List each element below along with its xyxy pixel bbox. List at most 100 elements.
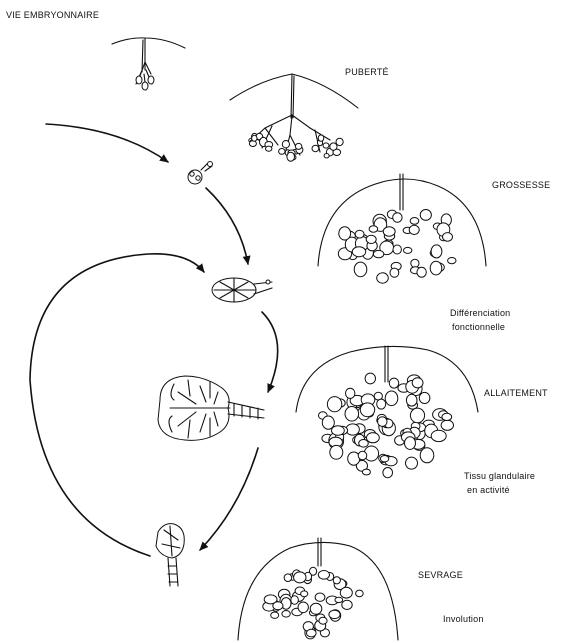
puberty-bud: [312, 145, 319, 151]
lactation-alveolus: [348, 452, 360, 465]
puberty-bud: [282, 141, 289, 148]
pregnancy-alveolus: [411, 259, 419, 267]
weaning-alveolus: [294, 572, 306, 583]
pregnancy-alveolus: [377, 273, 389, 283]
weaning-alveolus: [340, 587, 352, 598]
lactation-alveolus: [330, 445, 343, 459]
lactation-alveolus: [332, 426, 345, 436]
lactation-alveolus: [442, 413, 452, 420]
weaning-alveolus: [271, 612, 279, 618]
weaning-alveolus: [291, 596, 299, 605]
weaning-alveolus: [301, 591, 308, 597]
lactation-alveolus: [358, 451, 367, 460]
lactation-alveolus: [365, 373, 375, 384]
pregnancy-alveolus: [383, 227, 395, 236]
pregnancy-alveolus: [355, 230, 364, 238]
lactation-alveolus: [362, 469, 370, 475]
weaning-alveolus: [282, 611, 290, 618]
lactation-alveolus: [346, 388, 355, 398]
pregnancy-alveolus: [393, 213, 402, 223]
arrow-to-involution: [200, 448, 258, 550]
arrow-to-lobule: [206, 188, 248, 264]
puberty-bud: [324, 154, 329, 158]
label-lactation: ALLAITEMENT: [484, 388, 548, 398]
pregnancy-alveolus: [430, 261, 442, 275]
puberty-bud: [266, 146, 272, 151]
developing-lobule-small: [212, 278, 272, 302]
lactation-alveolus: [378, 417, 387, 427]
puberty-bud: [336, 138, 343, 145]
lactation-alveolus: [419, 392, 430, 403]
lactation-alveolus: [412, 378, 423, 388]
pregnancy-alveolus: [373, 250, 383, 257]
embryonic-gland-drawing: [112, 38, 185, 90]
arrow-to-lactation: [262, 312, 278, 392]
pregnancy-gland-drawing: [318, 174, 486, 283]
pregnancy-alveolus: [404, 247, 412, 253]
weaning-gland-drawing: [238, 538, 398, 640]
weaning-alveolus: [342, 600, 352, 609]
lactation-alveolus: [406, 394, 417, 406]
weaning-alveolus: [284, 574, 292, 582]
pregnancy-alveolus: [410, 218, 419, 225]
cycle-arrows: [30, 124, 278, 556]
note-tissue-line2: en activité: [467, 485, 510, 495]
lactation-gland-drawing: [296, 346, 478, 478]
weaning-alveolus: [333, 577, 340, 584]
puberty-bud: [252, 135, 257, 141]
lactation-alveolus: [367, 433, 380, 443]
lactation-alveolus: [431, 430, 446, 441]
puberty-bud: [295, 143, 301, 149]
lactation-alveolus: [389, 378, 398, 388]
weaning-alveolus: [329, 610, 340, 618]
pregnancy-alveolus: [352, 247, 365, 257]
pregnancy-alveolus: [369, 226, 378, 233]
puberty-bud: [287, 152, 295, 161]
arrow-to-bud: [46, 124, 168, 162]
label-embryonic: VIE EMBRYONNAIRE: [6, 10, 99, 20]
pregnancy-alveolus: [339, 227, 351, 240]
puberty-bud: [330, 143, 337, 150]
weaning-alveolus: [319, 617, 327, 624]
weaning-alveolus: [310, 603, 322, 614]
lactation-alveolus: [406, 457, 418, 469]
lactation-alveolus: [346, 424, 359, 435]
pregnancy-alveolus: [354, 262, 367, 277]
pregnancy-alveolus: [409, 225, 419, 234]
note-differentiation-line1: Différenciation: [450, 308, 510, 318]
pregnancy-alveolus: [366, 235, 376, 243]
puberty-bud: [323, 143, 329, 148]
lactation-alveolus: [360, 403, 374, 417]
lactation-alveolus: [377, 399, 386, 409]
weaning-alveolus: [335, 597, 343, 602]
lactation-alveolus: [385, 391, 398, 406]
involuting-lobule-small: [156, 524, 184, 586]
lactation-alveolus: [441, 420, 453, 430]
weaning-alveolus: [318, 571, 329, 580]
lactation-alveolus: [359, 440, 369, 448]
pregnancy-alveolus: [390, 268, 399, 277]
lactation-alveolus: [327, 397, 341, 412]
note-differentiation-line2: fonctionnelle: [452, 322, 505, 332]
label-pregnancy: GROSSESSE: [492, 180, 550, 190]
lactation-alveolus: [345, 407, 359, 422]
puberty-bud: [318, 135, 324, 141]
weaning-alveolus: [356, 590, 364, 597]
lactation-alveolus: [405, 437, 416, 450]
lactation-alveolus: [380, 456, 388, 462]
weaning-alveolus: [307, 629, 317, 637]
primordial-bud-small: [188, 162, 213, 185]
pregnancy-alveolus: [393, 245, 401, 254]
puberty-bud: [279, 149, 285, 155]
pregnancy-alveolus: [417, 267, 426, 277]
weaning-alveolus: [273, 602, 283, 610]
puberty-gland-drawing: [230, 74, 358, 161]
pregnancy-alveolus: [443, 233, 453, 242]
pregnancy-alveolus: [448, 258, 456, 264]
label-puberty: PUBERTÉ: [345, 67, 389, 77]
weaning-alveolus: [315, 593, 325, 601]
lactation-alveolus: [410, 408, 424, 423]
lactation-alveolus: [420, 448, 434, 463]
note-involution: Involution: [443, 614, 484, 624]
